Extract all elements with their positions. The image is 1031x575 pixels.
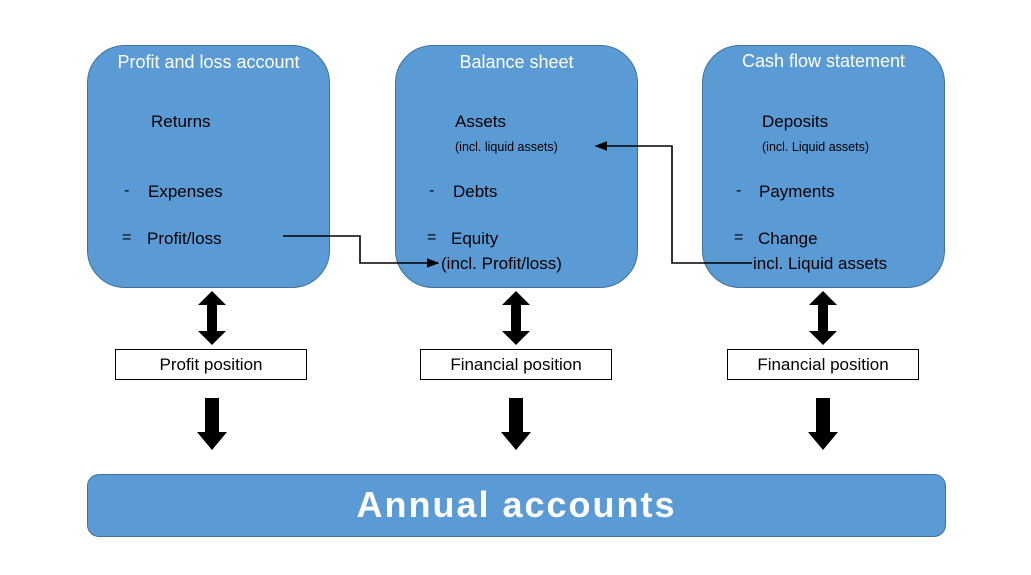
financial-position-label-cashflow: Financial position bbox=[727, 349, 919, 380]
double-arrow-icon bbox=[502, 291, 530, 345]
profit-loss-box: Profit and loss account Returns - Expens… bbox=[87, 45, 330, 288]
down-arrow-icon bbox=[197, 398, 227, 450]
equals-operator: = bbox=[734, 229, 744, 246]
equals-operator: = bbox=[122, 229, 132, 246]
minus-operator: - bbox=[736, 182, 742, 199]
annual-accounts-bar: Annual accounts bbox=[87, 474, 946, 537]
returns-text: Returns bbox=[151, 112, 211, 131]
double-arrow-icon bbox=[198, 291, 226, 345]
double-arrow-icon bbox=[809, 291, 837, 345]
deposits-text: Deposits bbox=[762, 112, 829, 131]
financial-position-label-balance: Financial position bbox=[420, 349, 612, 380]
change-text: Change bbox=[758, 229, 818, 248]
box-title: Profit and loss account bbox=[117, 52, 300, 72]
assets-text: Assets bbox=[455, 112, 507, 131]
cash-flow-box: Cash flow statement Deposits (incl. Liqu… bbox=[702, 45, 945, 288]
equity-text: Equity bbox=[451, 229, 499, 248]
down-arrow-icon bbox=[808, 398, 838, 450]
debts-text: Debts bbox=[453, 182, 498, 201]
expenses-text: Expenses bbox=[148, 182, 223, 201]
down-arrow-icon bbox=[501, 398, 531, 450]
profit-loss-text: Profit/loss bbox=[147, 229, 222, 248]
liquid-assets-subtext: incl. Liquid assets bbox=[753, 254, 888, 273]
minus-operator: - bbox=[429, 182, 435, 199]
assets-subtext: (incl. liquid assets) bbox=[455, 140, 558, 154]
box-title: Balance sheet bbox=[459, 52, 574, 72]
balance-sheet-box: Balance sheet Assets (incl. liquid asset… bbox=[395, 45, 638, 288]
payments-text: Payments bbox=[759, 182, 835, 201]
equity-subtext: (incl. Profit/loss) bbox=[441, 254, 562, 273]
equals-operator: = bbox=[427, 229, 437, 246]
deposits-subtext: (incl. Liquid assets) bbox=[762, 140, 869, 154]
box-title: Cash flow statement bbox=[741, 51, 906, 71]
profit-position-label: Profit position bbox=[115, 349, 307, 380]
minus-operator: - bbox=[124, 182, 130, 199]
